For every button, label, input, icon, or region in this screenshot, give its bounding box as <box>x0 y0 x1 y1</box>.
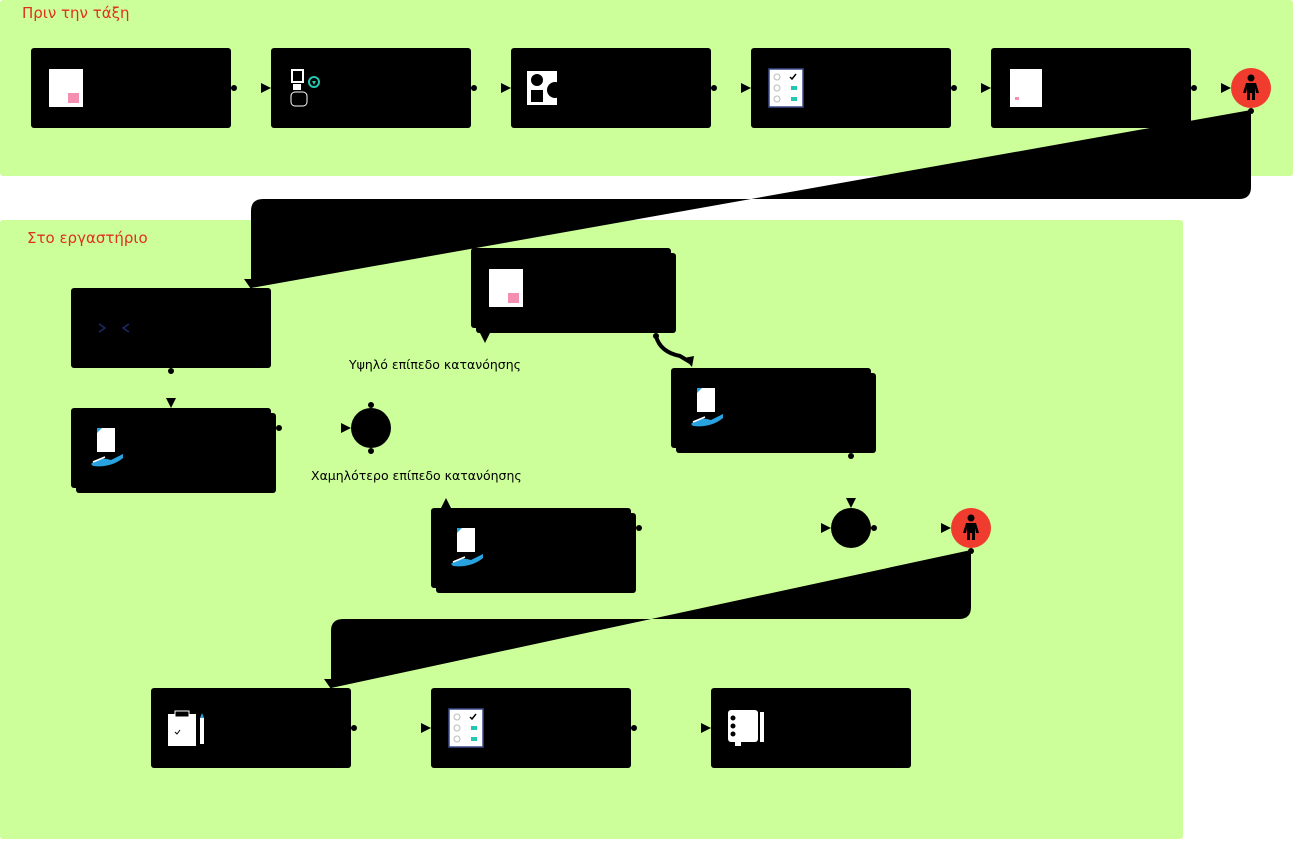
notebook-icon <box>728 710 764 746</box>
flow-sweep-bottom <box>331 550 971 688</box>
checklist-icon <box>768 68 804 108</box>
task-box-1[interactable] <box>31 48 231 128</box>
branch-label-high: Υψηλό επίπεδο κατανόησης <box>349 357 521 372</box>
connection-dots <box>168 85 1254 731</box>
lab-box-handout-3[interactable] <box>431 508 631 588</box>
arrowheads <box>166 83 1231 733</box>
merge-gateway-1[interactable] <box>831 508 871 548</box>
task-box-5[interactable] <box>991 48 1191 128</box>
task-box-3[interactable] <box>511 48 711 128</box>
final-box-notebook[interactable] <box>711 688 911 768</box>
lab-box-handout-2[interactable] <box>671 368 871 448</box>
document-pink-icon <box>489 269 523 307</box>
people-discussion-icon <box>290 69 320 107</box>
person-icon <box>1243 74 1259 100</box>
lab-box-code[interactable] <box>71 288 271 368</box>
branch-label-low: Χαμηλότερο επίπεδο κατανόησης <box>311 468 522 483</box>
hand-document-icon <box>691 388 723 427</box>
lab-box-handout-1[interactable] <box>71 408 271 488</box>
person-icon <box>963 514 979 540</box>
task-box-4[interactable] <box>751 48 951 128</box>
final-box-clipboard[interactable] <box>151 688 351 768</box>
document-pink-icon <box>49 69 83 107</box>
actor-student-1[interactable] <box>1231 68 1271 108</box>
checklist-icon <box>448 708 484 748</box>
flow-sweep-top <box>251 110 1251 288</box>
lane-in-lab-title: Στο εργαστήριο <box>27 229 148 247</box>
lab-box-document[interactable] <box>471 248 671 328</box>
task-box-2[interactable] <box>271 48 471 128</box>
decision-gateway-1[interactable] <box>351 408 391 448</box>
code-brackets-icon <box>98 323 130 333</box>
flow-curve-lab3-lab4 <box>654 335 692 364</box>
clipboard-pencil-icon <box>168 710 204 746</box>
final-box-checklist[interactable] <box>431 688 631 768</box>
shapes-icon <box>527 71 563 105</box>
document-small-icon <box>1010 69 1042 107</box>
actor-student-2[interactable] <box>951 508 991 548</box>
hand-document-icon <box>91 428 123 467</box>
lane-before-class-title: Πριν την τάξη <box>22 4 130 22</box>
hand-document-icon <box>451 528 483 567</box>
